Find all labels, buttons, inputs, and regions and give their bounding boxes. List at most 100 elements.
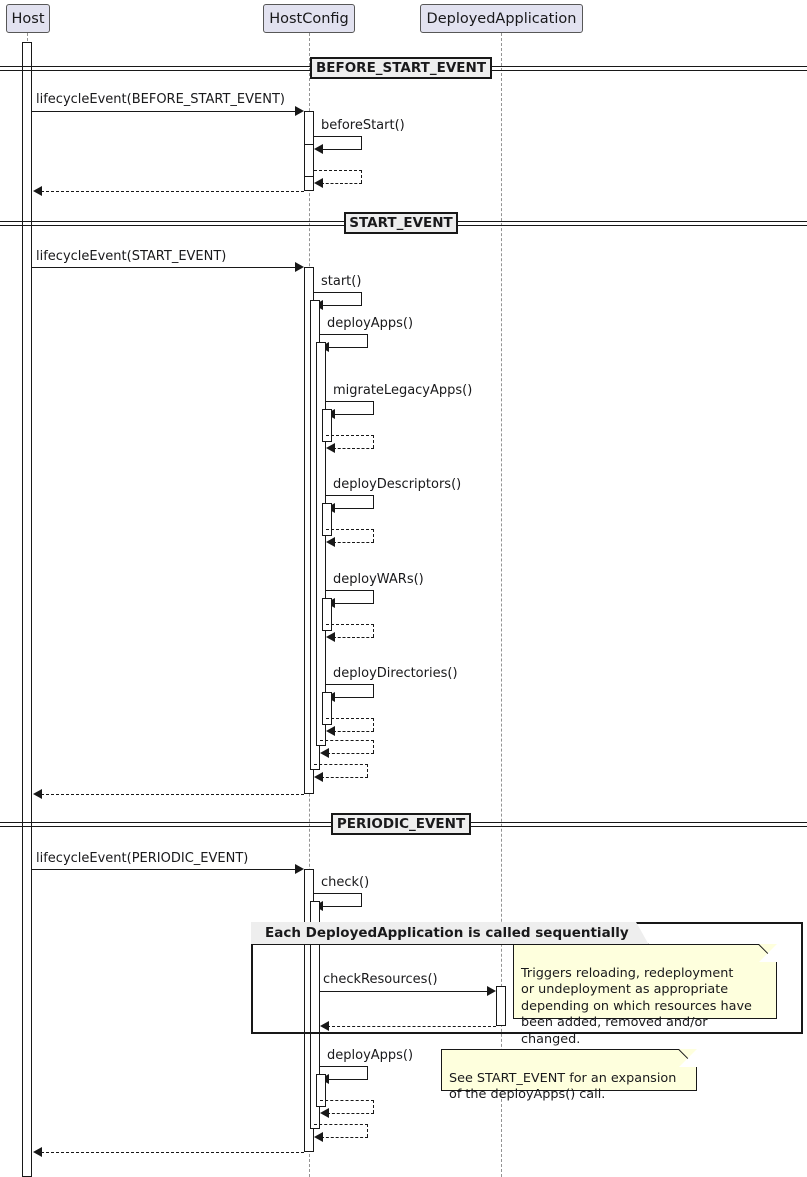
message-label-start: start() [321,274,362,289]
message-vline-deploywars [373,590,374,603]
message-arrow-deploydescriptors-return [326,537,335,547]
message-arrow-start-return [314,772,323,782]
message-vline-deployapps-periodic-return [373,1100,374,1113]
message-label-lifecycle-before-start: lifecycleEvent(BEFORE_START_EVENT) [36,92,285,107]
message-label-deployapps-periodic: deployApps() [327,1048,414,1063]
message-line-deployapps-start-bottom [327,347,368,348]
message-label-deploydirectories: deployDirectories() [333,666,458,681]
note-deployapps-text: See START_EVENT for an expansion of the … [449,1070,677,1103]
message-line-deploydirectories-return-top [326,718,374,719]
message-arrow-deployapps-periodic-return [320,1108,329,1118]
message-line-return-periodic [41,1152,304,1153]
message-vline-deploywars-return [373,624,374,637]
message-line-migratelegacyapps-top [326,401,374,402]
message-line-deployapps-return-top [320,740,374,741]
message-arrow-check-return [314,1132,323,1142]
message-arrow-lifecycle-before-start [295,106,304,116]
note-checkresources: Triggers reloading, redeployment or unde… [513,944,777,1047]
participant-host[interactable]: Host [6,4,50,33]
message-arrow-return-periodic [33,1147,42,1157]
group-label-text: Each DeployedApplication is called seque… [265,925,629,941]
divider-periodic-event: PERIODIC_EVENT [331,813,471,835]
activation-hostconfig-deployapps-periodic [316,1074,326,1107]
message-line-deployapps-periodic-top [320,1066,368,1067]
participant-deployedapplication[interactable]: DeployedApplication [420,4,583,33]
message-vline-start [361,292,362,305]
participant-deployedapplication-label: DeployedApplication [426,10,577,27]
message-line-deploywars-return-top [326,624,374,625]
message-line-deployapps-periodic-return-top [320,1100,374,1101]
message-line-migratelegacyapps-bottom [333,414,374,415]
message-vline-deploydirectories-return [373,718,374,731]
message-arrow-before-start-return [314,178,323,188]
divider-before-start-event: BEFORE_START_EVENT [310,57,492,79]
message-line-deploydescriptors-bottom [333,508,374,509]
activation-hostconfig-check [310,901,320,1129]
message-line-check-bottom [321,906,362,907]
message-line-deploydirectories-bottom [333,697,374,698]
message-vline-deployapps-periodic [367,1066,368,1079]
message-arrow-before-start [314,144,323,154]
note-deployapps-fold [679,1049,697,1067]
group-label-each-deployedapplication: Each DeployedApplication is called seque… [251,922,649,945]
activation-deployedapplication-checkresources [496,986,506,1026]
message-arrow-deployapps-return [320,748,329,758]
message-line-check-return-top [314,1124,368,1125]
divider-before-start-event-label: BEFORE_START_EVENT [315,60,487,76]
message-line-lifecycle-start [32,267,297,268]
activation-host-root [22,42,32,1177]
participant-hostconfig[interactable]: HostConfig [263,4,355,33]
message-line-deployapps-return-bottom [327,753,374,754]
message-label-deploywars: deployWARs() [333,572,424,587]
message-line-deploydirectories-top [326,684,374,685]
message-arrow-return-before-start [33,186,42,196]
message-vline-deploydescriptors [373,495,374,508]
message-arrow-lifecycle-periodic [295,864,304,874]
message-line-checkresources-return [327,1026,496,1027]
note-deployapps: See START_EVENT for an expansion of the … [441,1049,697,1102]
message-line-deploywars-bottom [333,603,374,604]
message-line-before-start-bottom [321,149,362,150]
message-vline-deploydirectories [373,684,374,697]
message-line-start-bottom [321,305,362,306]
note-checkresources-fold [759,944,777,962]
message-line-deployapps-periodic-return-bottom [327,1113,374,1114]
participant-hostconfig-label: HostConfig [269,10,349,27]
message-label-lifecycle-periodic: lifecycleEvent(PERIODIC_EVENT) [36,851,249,866]
message-line-migratelegacyapps-return-top [326,435,374,436]
message-line-before-start-return-top [314,170,362,171]
divider-start-event: START_EVENT [344,212,458,234]
message-arrow-return-start [33,789,42,799]
activation-hostconfig-deploydirectories [322,692,332,725]
activation-hostconfig-before-start-inner [304,144,314,177]
message-arrow-checkresources [487,986,496,996]
message-line-deploywars-top [326,590,374,591]
activation-hostconfig-deployapps [316,342,326,746]
message-label-deployapps-start: deployApps() [327,316,414,331]
message-line-before-start-return-bottom [321,183,362,184]
message-line-start-return-bottom [321,777,368,778]
message-line-before-start-top [314,136,362,137]
message-line-deploydescriptors-return-bottom [333,542,374,543]
message-arrow-deploywars-return [326,632,335,642]
message-arrow-deploydirectories-return [326,726,335,736]
participant-host-label: Host [11,10,45,27]
message-line-start-top [314,292,362,293]
message-vline-deployapps-start [367,334,368,347]
message-vline-deploydescriptors-return [373,529,374,542]
message-label-migratelegacyapps: migrateLegacyApps() [333,383,473,398]
activation-hostconfig-deploywars [322,598,332,631]
message-line-check-return-bottom [321,1137,368,1138]
message-vline-check [361,893,362,906]
message-line-check-top [314,893,362,894]
message-label-before-start: beforeStart() [321,118,405,133]
message-label-lifecycle-start: lifecycleEvent(START_EVENT) [36,249,227,264]
message-line-deploydescriptors-return-top [326,529,374,530]
message-line-lifecycle-periodic [32,869,297,870]
divider-start-event-label: START_EVENT [349,215,453,231]
message-vline-check-return [367,1124,368,1137]
message-vline-before-start [361,136,362,149]
message-label-checkresources: checkResources() [323,972,438,987]
message-line-deploywars-return-bottom [333,637,374,638]
